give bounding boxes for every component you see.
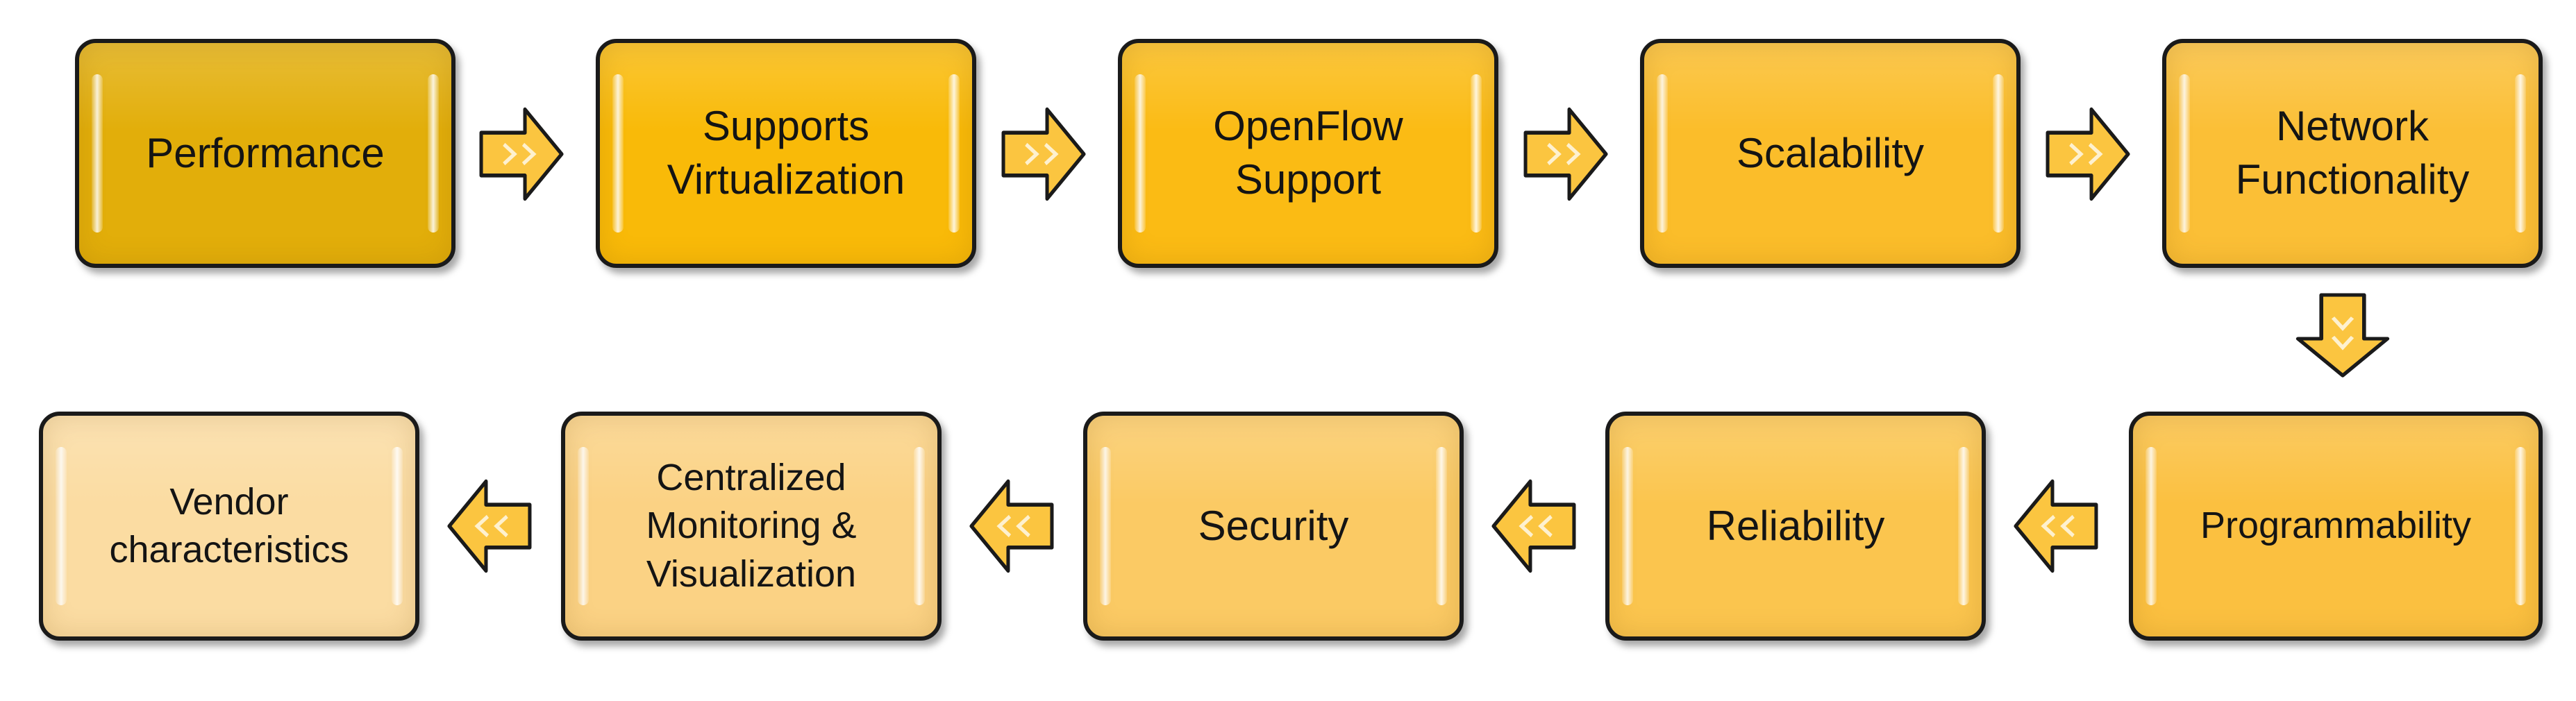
step-label: Scalability (1736, 129, 1925, 176)
step-label: Programmability (2200, 505, 2472, 547)
arrow-down-icon (2294, 292, 2391, 379)
step-label: Reliability (1706, 502, 1885, 549)
arrow-left-icon (446, 478, 533, 575)
step-label: Vendor characteristics (109, 480, 349, 571)
arrow-right-icon (1000, 105, 1087, 203)
step-programmability: Programmability (2129, 412, 2543, 641)
arrow-left-icon (1490, 478, 1578, 575)
arrow-left-icon (968, 478, 1055, 575)
step-centralized-monitoring-visualization: Centralized Monitoring & Visualization (561, 412, 942, 641)
step-openflow-support: OpenFlow Support (1118, 39, 1498, 268)
step-label: Centralized Monitoring & Visualization (646, 457, 857, 595)
step-label: Supports Virtualization (667, 103, 905, 203)
step-performance: Performance (75, 39, 455, 268)
step-supports-virtualization: Supports Virtualization (596, 39, 976, 268)
step-label: Security (1198, 502, 1349, 549)
arrow-right-icon (478, 105, 565, 203)
step-label: Performance (146, 129, 385, 176)
step-security: Security (1083, 412, 1464, 641)
step-network-functionality: Network Functionality (2162, 39, 2543, 268)
arrow-left-icon (2012, 478, 2100, 575)
arrow-right-icon (1522, 105, 1609, 203)
step-reliability: Reliability (1605, 412, 1986, 641)
arrow-right-icon (2044, 105, 2132, 203)
step-scalability: Scalability (1640, 39, 2021, 268)
step-label: OpenFlow Support (1213, 103, 1403, 203)
step-vendor-characteristics: Vendor characteristics (39, 412, 419, 641)
step-label: Network Functionality (2235, 103, 2470, 203)
